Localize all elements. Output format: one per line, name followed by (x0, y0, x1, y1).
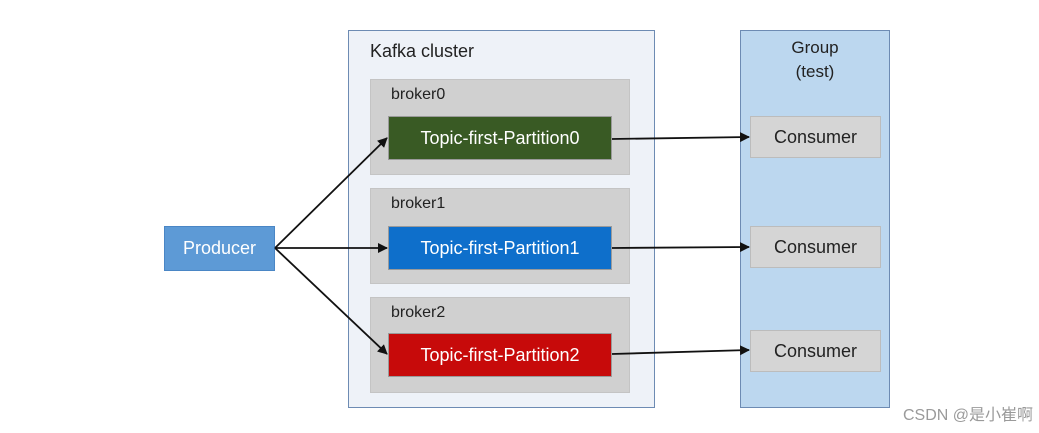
group-title-line1: Group (791, 38, 839, 57)
arrow-partition1-to-consumer1 (611, 242, 750, 253)
broker1-label: broker1 (391, 195, 446, 212)
producer-box: Producer (164, 226, 275, 271)
partition1-box: Topic-first-Partition1 (388, 226, 612, 270)
arrow-producer-to-partition2 (274, 247, 388, 355)
consumer-box-0: Consumer (750, 116, 881, 158)
arrow-partition2-to-consumer2 (611, 345, 750, 356)
kafka-cluster-title: Kafka cluster (370, 41, 475, 61)
arrow-producer-to-partition0 (274, 137, 388, 249)
broker2-label: broker2 (391, 304, 446, 321)
partition2-box: Topic-first-Partition2 (388, 333, 612, 377)
csdn-watermark: CSDN @是小崔啊 (902, 407, 1033, 424)
partition0-box: Topic-first-Partition0 (388, 116, 612, 160)
consumer-box-2: Consumer (750, 330, 881, 372)
group-title-line2: (test) (795, 62, 835, 81)
consumer-group-title: Group (test) (740, 36, 890, 84)
consumer-box-1: Consumer (750, 226, 881, 268)
broker0-label: broker0 (391, 86, 446, 103)
arrow-partition0-to-consumer0 (611, 132, 750, 143)
